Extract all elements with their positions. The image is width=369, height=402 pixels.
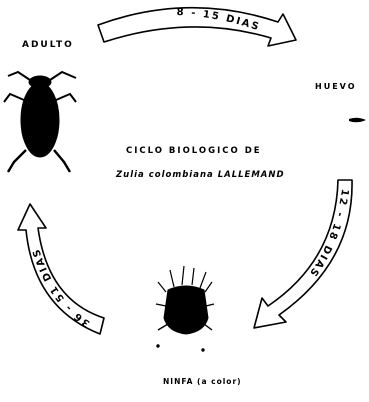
diagram-title-line2: Zulia colombiana LALLEMAND <box>116 170 285 180</box>
arrow-egg-to-nymph: 12 - 18 DIAS <box>254 180 352 328</box>
duration-nymph-to-adult: 36 - 51 DIAS <box>31 246 92 329</box>
adult-insect-image <box>4 72 76 172</box>
nymph-image <box>156 266 214 351</box>
diagram-title-line1: CICLO BIOLOGICO DE <box>126 146 262 156</box>
egg-label: HUEVO <box>315 82 357 91</box>
arrow-adult-to-egg: 8 - 15 DIAS <box>98 7 296 46</box>
nymph-label: NINFA (a color) <box>163 377 242 386</box>
adult-label: ADULTO <box>22 40 74 50</box>
egg-image <box>349 118 366 123</box>
arrow-nymph-to-adult: 36 - 51 DIAS <box>18 204 104 334</box>
